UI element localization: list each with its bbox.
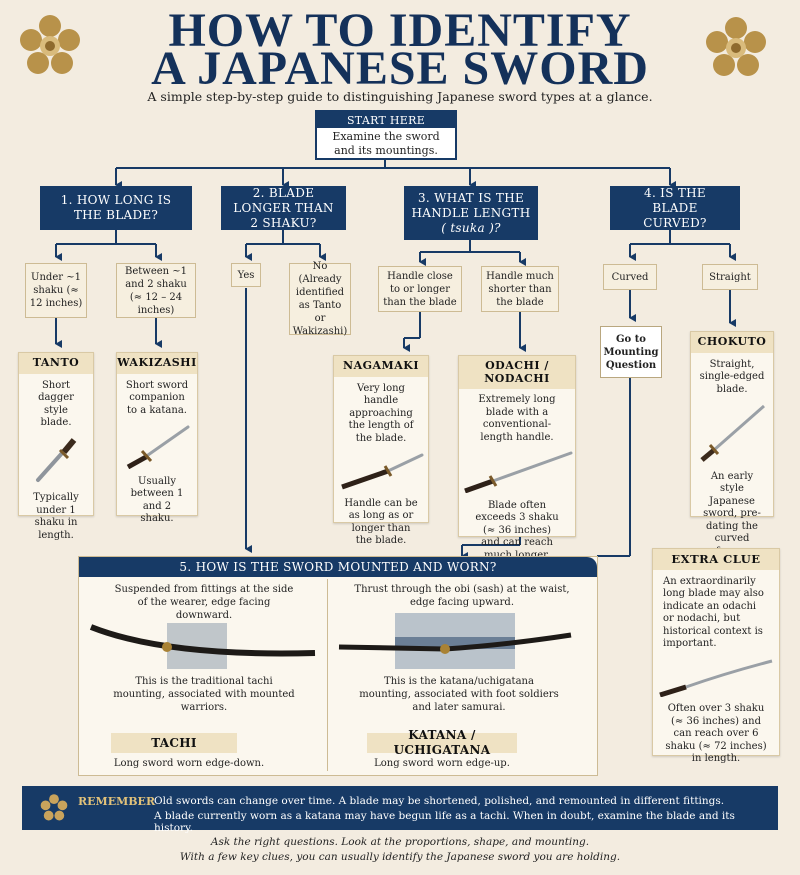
tachi-note: This is the traditional tachi mounting, …	[113, 676, 295, 713]
card-chokuto-title: CHOKUTO	[691, 332, 773, 353]
card-nagamaki: NAGAMAKI Very long handle approaching th…	[333, 355, 429, 546]
tachi-mounting-image	[89, 623, 316, 669]
option-go-to-mounting: Go to Mounting Question	[600, 326, 662, 378]
tachi-label: TACHI	[111, 733, 237, 753]
card-nagamaki-title: NAGAMAKI	[334, 356, 428, 377]
card-nagamaki-desc: Very long handle approaching the length …	[348, 382, 414, 444]
katana-label: KATANA / UCHIGATANA	[367, 728, 517, 757]
katana-note: This is the katana/uchigatana mounting, …	[359, 676, 559, 713]
option-between-1-2-shaku: Between ~1 and 2 shaku (≈ 12 – 24 inches…	[116, 263, 196, 318]
wakizashi-sword-icon	[126, 425, 190, 470]
start-text: Examine the sword and its mountings.	[332, 130, 440, 157]
mon-crest-icon	[40, 794, 68, 821]
start-header: START HERE	[317, 112, 455, 128]
page-subtitle: A simple step-by-step guide to distingui…	[147, 89, 653, 104]
option-handle-close: Handle close to or longer than the blade	[378, 266, 462, 312]
card-chokuto: CHOKUTO Straight, single-edged blade. An…	[690, 331, 774, 557]
chokuto-sword-icon	[700, 404, 765, 462]
remember-line2: A blade currently worn as a katana may h…	[154, 810, 735, 834]
remember-line1: Old swords can change over time. A blade…	[154, 795, 725, 807]
card-tanto-title: TANTO	[19, 353, 93, 374]
card-chokuto-desc: Straight, single-edged blade.	[699, 358, 765, 395]
mounting-divider	[327, 579, 328, 771]
card-tanto: TANTO Short dagger style blade. Typicall…	[18, 352, 94, 541]
option-handle-short: Handle much shorter than the blade	[481, 266, 559, 312]
question-3-header: 3. WHAT IS THE HANDLE LENGTH ( tsuka )?	[404, 186, 538, 240]
card-extra-desc: An extraordinarily long blade may also i…	[663, 575, 764, 650]
mon-crest-icon	[20, 15, 80, 74]
option-straight: Straight	[702, 264, 758, 290]
card-extra-note: Often over 3 shaku (≈ 36 inches) and can…	[665, 703, 767, 764]
card-wakizashi-title: WAKIZASHI	[117, 353, 197, 374]
card-wakizashi-note: Usually between 1 and 2 shaku.	[130, 475, 184, 525]
option-no: No (Already identified as Tanto or Wakiz…	[289, 261, 351, 337]
option-under-1-shaku: Under ~1 shaku (≈ 12 inches)	[25, 263, 87, 318]
tachi-description: Suspended from fittings at the side of t…	[114, 584, 294, 621]
page-title-line2: A JAPANESE SWORD	[151, 42, 649, 95]
remember-banner: REMEMBER Old swords can change over time…	[22, 786, 778, 834]
page-title-line1: HOW TO IDENTIFY	[168, 4, 632, 57]
katana-description: Thrust through the obi (sash) at the wai…	[354, 584, 570, 608]
card-odachi-note: Blade often exceeds 3 shaku (≈ 36 inches…	[475, 499, 559, 561]
katana-mounting-image	[338, 613, 572, 669]
tanto-sword-icon	[36, 437, 77, 482]
card-odachi: ODACHI / NODACHI Extremely long blade wi…	[458, 355, 576, 561]
card-chokuto-note: An early style Japanese sword, pre-datin…	[703, 470, 761, 557]
card-tanto-desc: Short dagger style blade.	[38, 379, 74, 429]
nagamaki-sword-icon	[341, 453, 424, 490]
card-extra-title: EXTRA CLUE	[653, 549, 779, 570]
mon-crest-icon	[706, 17, 766, 76]
question-3-label: 3. WHAT IS THE HANDLE LENGTH	[411, 190, 531, 220]
mounting-section: 5. HOW IS THE SWORD MOUNTED AND WORN? Su…	[78, 556, 598, 776]
card-extra-clue: EXTRA CLUE An extraordinarily long blade…	[652, 548, 780, 764]
start-box: START HERE Examine the sword and its mou…	[315, 110, 457, 160]
option-yes: Yes	[231, 263, 261, 287]
card-odachi-desc: Extremely long blade with a conventional…	[478, 394, 556, 443]
question-2-header: 2. BLADE LONGER THAN 2 SHAKU?	[221, 186, 346, 230]
question-4-header: 4. IS THE BLADE CURVED?	[610, 186, 740, 230]
question-1-header: 1. HOW LONG IS THE BLADE?	[40, 186, 192, 230]
remember-label: REMEMBER	[78, 795, 156, 808]
card-odachi-title: ODACHI / NODACHI	[459, 356, 575, 389]
card-nagamaki-note: Handle can be as long as or longer than …	[344, 497, 418, 547]
footer-line1: Ask the right questions. Look at the pro…	[210, 836, 590, 848]
question-5-header: 5. HOW IS THE SWORD MOUNTED AND WORN?	[79, 557, 597, 577]
question-3-sublabel: ( tsuka )?	[441, 220, 501, 235]
card-wakizashi: WAKIZASHI Short sword companion to a kat…	[116, 352, 198, 524]
extra-clue-sword-icon	[659, 659, 773, 697]
odachi-sword-icon	[464, 451, 573, 494]
card-wakizashi-desc: Short sword companion to a katana.	[125, 379, 189, 416]
option-curved: Curved	[603, 264, 657, 290]
katana-result: Long sword worn edge-up.	[374, 758, 510, 769]
card-tanto-note: Typically under 1 shaku in length.	[33, 492, 79, 541]
footer-line2: With a few key clues, you can usually id…	[179, 851, 621, 863]
tachi-result: Long sword worn edge-down.	[113, 758, 265, 769]
